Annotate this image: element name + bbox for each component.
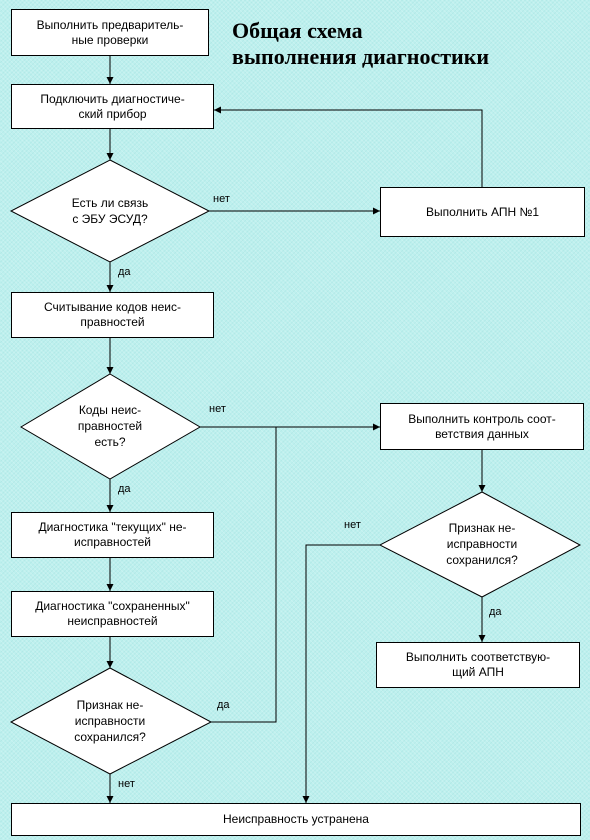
box-text-line: ский прибор [78, 106, 147, 121]
decision-persist-right-shape [378, 491, 582, 598]
box-verify-data: Выполнить контроль соот-ветствия данных [380, 403, 584, 450]
decision-link-text: Есть ли связь с ЭБУ ЭСУД? [40, 195, 180, 227]
label-persist-left-no: нет [118, 778, 135, 790]
decision-text-line: сохранился? [446, 553, 518, 567]
label-link-yes: да [118, 266, 131, 278]
label-codes-yes: да [118, 483, 131, 495]
decision-text-line: сохранился? [74, 730, 146, 744]
box-text-line: исправностей [74, 535, 151, 549]
box-text-line: ветствия данных [435, 426, 529, 441]
box-text-line: ные проверки [71, 32, 149, 47]
title-line-2: выполнения диагностики [232, 44, 490, 69]
decision-text-line: есть? [94, 435, 126, 449]
box-read-codes: Считывание кодов неис-правностей [11, 292, 214, 338]
box-text-line: Выполнить предваритель- [36, 17, 184, 32]
decision-link-shape [9, 159, 211, 263]
box-apn1: Выполнить АПН №1 [380, 187, 585, 237]
box-text-line: Неисправность устранена [223, 812, 369, 826]
decision-persist-left-text: Признак не- исправности сохранился? [40, 697, 180, 745]
label-persist-right-yes: да [489, 606, 502, 618]
decision-persist-left-shape [9, 667, 213, 775]
box-text-line: щий АПН [452, 665, 504, 679]
connector-persist-left-yes [211, 427, 277, 723]
connector-apn1-loop [214, 106, 483, 187]
decision-persist-right-text: Признак не- исправности сохранился? [412, 520, 552, 568]
box-connect-device: Подключить диагностиче-ский прибор [11, 84, 214, 129]
box-apply-apn: Выполнить соответствую-щий АПН [376, 642, 580, 688]
box-text-line: Подключить диагностиче- [40, 91, 185, 106]
label-persist-left-yes: да [217, 699, 230, 711]
box-text-line: Диагностика "текущих" не- [38, 520, 187, 534]
decision-codes-text: Коды неис- правностей есть? [50, 402, 170, 450]
box-text-line: Выполнить контроль соот- [408, 411, 556, 426]
box-text-line: неисправностей [67, 614, 158, 628]
decision-text-line: исправности [446, 537, 518, 551]
decision-text-line: исправности [74, 714, 146, 728]
box-saved-faults: Диагностика "сохраненных"неисправностей [11, 591, 214, 637]
decision-codes-shape [20, 373, 201, 480]
decision-text-line: Коды неис- [78, 403, 142, 417]
box-preliminary-checks: Выполнить предваритель-ные проверки [11, 9, 209, 56]
box-current-faults: Диагностика "текущих" не-исправностей [11, 512, 214, 558]
label-codes-no: нет [209, 403, 226, 415]
diagram-title: Общая схема выполнения диагностики [232, 18, 572, 70]
decision-text-line: Есть ли связь [71, 196, 149, 210]
box-fault-fixed: Неисправность устранена [11, 803, 581, 836]
connector-persist-right-no [302, 544, 380, 803]
box-text-line: Выполнить АПН №1 [426, 204, 539, 219]
title-line-1: Общая схема [232, 18, 363, 43]
box-text-line: правностей [80, 315, 145, 329]
box-text-line: Считывание кодов неис- [43, 300, 182, 314]
box-text-line: Выполнить соответствую- [405, 650, 551, 664]
label-link-no: нет [213, 193, 230, 205]
decision-text-line: с ЭБУ ЭСУД? [72, 212, 148, 226]
decision-text-line: Признак не- [76, 698, 144, 712]
box-text-line: Диагностика "сохраненных" [35, 599, 190, 613]
decision-text-line: правностей [77, 419, 143, 433]
label-persist-right-no: нет [344, 519, 361, 531]
decision-text-line: Признак не- [448, 521, 516, 535]
